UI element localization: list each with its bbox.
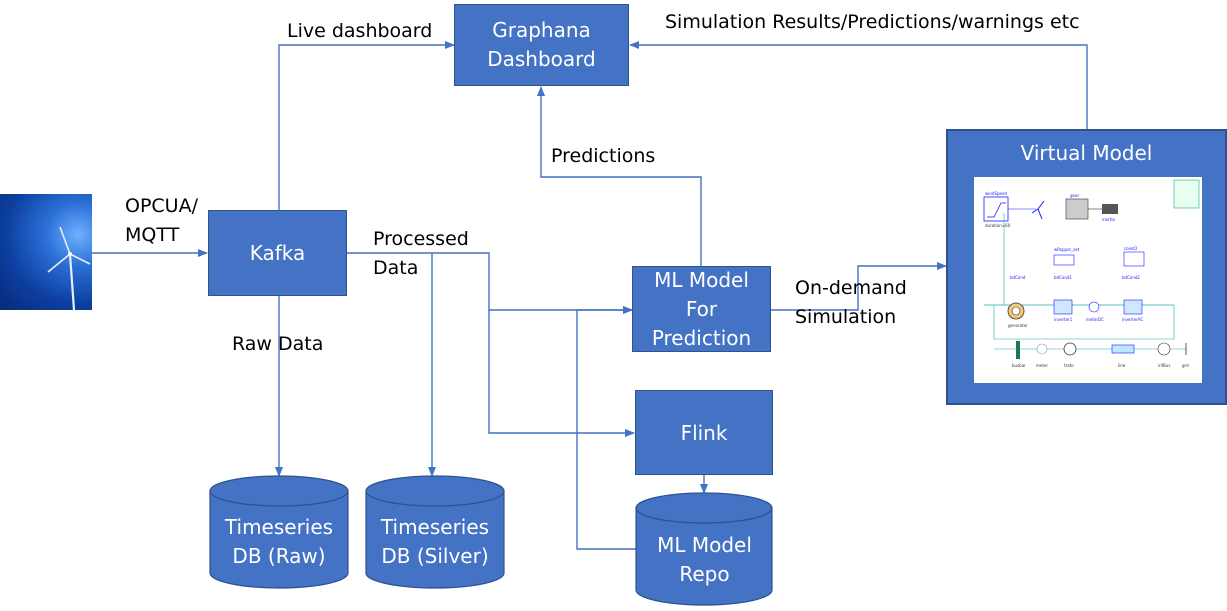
on-demand-label-line1: On-demand [795,277,907,299]
processed-label-line2: Data [373,257,419,279]
db-silver-cylinder: Timeseries DB (Silver) [365,475,505,589]
inverter1-label: inverter1 [1054,317,1073,322]
ml-model-label-line3: Prediction [651,325,752,350]
edge-kafka-graphana [278,41,455,210]
graphana-dashboard-node: Graphana Dashboard [454,4,629,86]
live-dashboard-label: Live dashboard [287,20,433,42]
wind-turbine-image [0,194,92,310]
flink-label: Flink [680,420,728,445]
ml-model-node: ML Model For Prediction [632,266,771,352]
graphana-label-line2: Dashboard [487,47,596,71]
processed-label-line1: Processed [373,228,469,250]
generator-label: generator [1008,323,1028,328]
edge-ml-virtualmodel [771,262,947,311]
edge-kafka-processed [347,252,633,314]
db-raw-cylinder: Timeseries DB (Raw) [209,475,349,589]
db-raw-shape [209,475,349,589]
ml-repo-cylinder: ML Model Repo [635,492,774,606]
edge-repo-ml [576,306,636,550]
flink-node: Flink [635,390,773,475]
ml-model-label-line1: ML Model [654,267,749,292]
edge-processed-flink [488,310,635,437]
bdcond1-label: bdCond1 [1054,275,1072,280]
on-demand-label-line2: Simulation [795,306,897,328]
edge-ml-graphana [537,86,702,266]
const2-label: const2 [1124,246,1138,251]
simulation-schematic [983,179,1200,359]
bdcond2-label: bdCond2 [1122,275,1140,280]
bdcond-label: bdCond [1010,275,1026,280]
graphana-label-line1: Graphana [492,18,591,42]
db-silver-label-line2: DB (Silver) [381,544,489,568]
db-raw-label-line2: DB (Raw) [232,544,326,568]
opcua-label-line1: OPCUA/ [125,195,198,217]
ml-repo-label-line2: Repo [679,562,730,586]
virtual-model-title: Virtual Model [1020,141,1153,165]
ml-model-label-line2: For [685,296,718,321]
busbar-label: busbar [1012,363,1026,368]
line-label: line [1118,363,1126,368]
db-silver-shape [365,475,505,589]
meter-label: meter [1036,363,1049,368]
gear-label: gear [1070,193,1080,198]
grd-label: grd [1182,363,1189,368]
db-silver-label-line1: Timeseries [380,515,490,539]
infbus-label: infBus [1158,363,1171,368]
kafka-node: Kafka [208,210,347,296]
raw-data-label: Raw Data [232,333,324,355]
ml-repo-shape [635,492,773,606]
p-set-label: wPoppar_set [1054,247,1080,252]
trafo-label: trafo [1064,363,1074,368]
predictions-label: Predictions [551,145,656,167]
db-raw-label-line1: Timeseries [224,515,334,539]
inertia-label: inertia [1102,217,1115,222]
turbine-icon [47,226,91,310]
virtual-model-diagram: windSpeed duration=60 gear inertia wPopp… [974,177,1202,383]
inverterac-label: inverterAC [1122,317,1144,322]
ml-repo-label-line1: ML Model [657,533,752,557]
duration-label: duration=60 [985,223,1011,228]
kafka-label: Kafka [249,241,306,265]
edge-virtualmodel-graphana [629,41,1088,129]
opcua-label-line2: MQTT [125,224,180,246]
wind-speed-label: windSpeed [985,191,1007,196]
virtual-model-node: Virtual Model [946,129,1227,405]
simulation-results-label: Simulation Results/Predictions/warnings … [665,11,1080,33]
meterdc-label: meterDC [1086,317,1104,322]
